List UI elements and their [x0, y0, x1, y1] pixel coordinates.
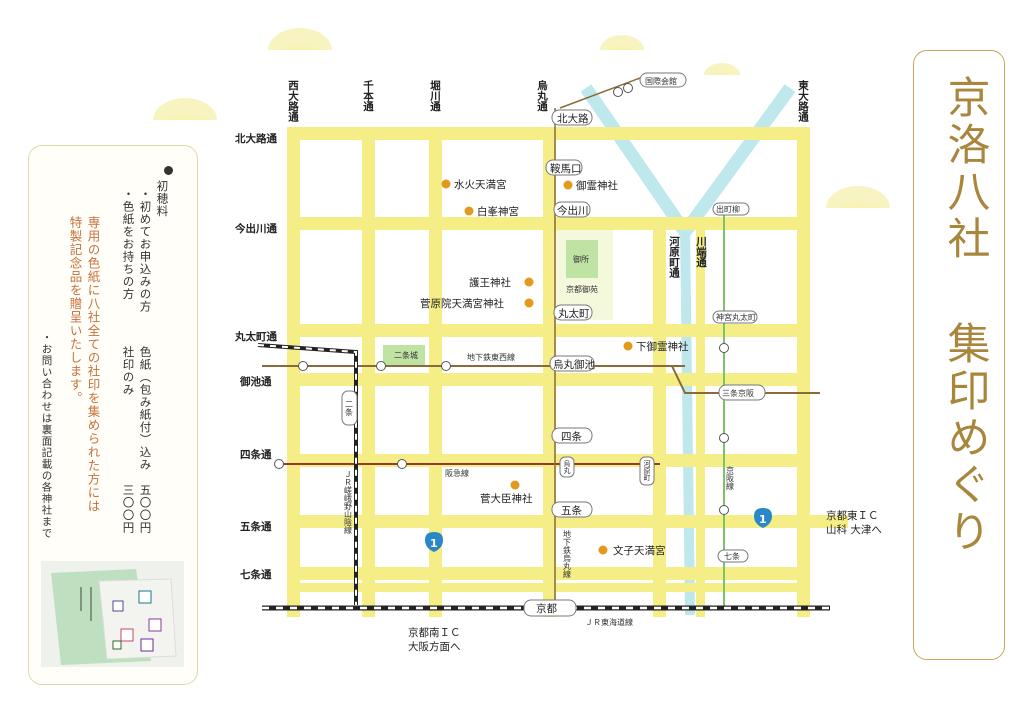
street-nishioji: 西大路通 [287, 80, 299, 123]
gosho-area [566, 240, 598, 278]
station-kitaoji: 北大路 [557, 112, 589, 125]
station-badges [341, 72, 766, 617]
street-kawabata: 川端通 [695, 236, 707, 268]
fee-heading: 初穂料 [155, 180, 170, 218]
photo-illustration [51, 569, 177, 665]
kamo-river-east [679, 84, 796, 236]
station-karasuma-oike: 烏丸御池 [553, 358, 595, 371]
line-hankyu: 阪急線 [445, 468, 469, 478]
street-marutamachi: 丸太町通 [234, 330, 277, 343]
station-kawaramachi-hankyu: 河原町 [643, 460, 651, 481]
place-gosho: 御所 [573, 254, 589, 264]
shrine-sugawarain: 菅原院天満宮神社 [420, 297, 504, 310]
shikishi-photo [41, 561, 184, 667]
station-imadegawa: 今出川 [557, 204, 589, 217]
fee2-detail: 社印のみ [121, 346, 136, 396]
station-jingu-marutamachi: 神宮丸太町 [716, 312, 756, 322]
road-senbon [362, 127, 375, 617]
notice-line2: 特製記念品を贈呈いたします。 [67, 216, 83, 405]
road-karasuma [543, 127, 556, 617]
kamo-river [680, 227, 695, 616]
line-keihan: 京阪線 [726, 465, 735, 490]
nijojo-area [383, 345, 425, 365]
highway-markers: 1 1 [425, 508, 772, 552]
highway-badge-west: 1 [430, 537, 438, 550]
ew-street-labels: 北大路通 今出川通 丸太町通 御池通 四条通 五条通 七条通 [234, 132, 277, 581]
street-shijo: 四条通 [240, 448, 272, 461]
bullet-dot [164, 166, 173, 175]
ns-street-labels: 西大路通 千本通 堀川通 烏丸通 河原町通 川端通 東大路通 [287, 79, 809, 279]
station-markers [274, 83, 729, 515]
shrine-kandaijin: 菅大臣神社 [480, 492, 533, 505]
shrine-markers [441, 179, 633, 555]
street-imadegawa: 今出川通 [234, 222, 277, 235]
road-kawaramachi [653, 217, 666, 617]
road-higashioji [797, 127, 810, 617]
station-karasuma-hankyu: 烏丸 [563, 459, 571, 475]
station-shijo: 四条 [561, 430, 582, 443]
line-tozai: 地下鉄東西線 [467, 352, 515, 362]
station-nijo: 二条 [345, 400, 354, 416]
shrine-shiramine: 白峯神宮 [477, 205, 519, 218]
station-kyoto: 京都 [536, 602, 557, 615]
station-demachiyanagi: 出町柳 [716, 204, 740, 214]
station-sanjo-keihan: 三条京阪 [722, 388, 754, 398]
shrine-labels: 水火天満宮 御霊神社 白峯神宮 護王神社 菅原院天満宮神社 下御霊神社 菅大臣神… [420, 178, 689, 557]
station-marutamachi: 丸太町 [558, 307, 590, 320]
shrine-goryo: 御霊神社 [576, 179, 618, 192]
fee2-label: ・色紙をお持ちの方 [121, 188, 136, 301]
tozai-line-east [671, 365, 820, 394]
east-ic-direction: 山科 大津へ [826, 523, 882, 536]
page-title-line1: 京洛八社 [940, 75, 990, 263]
line-jr-tokaido: ＪＲ東海道線 [585, 617, 633, 627]
station-kuramaguchi: 鞍馬口 [550, 162, 582, 175]
shrine-shimogoryo: 下御霊神社 [636, 340, 689, 353]
road-gojo [288, 515, 848, 528]
road-horikawa [429, 127, 442, 617]
fee1-label: ・初めてお申込みの方 [138, 188, 153, 313]
kamo-river-west [580, 84, 691, 236]
roads-north-south [287, 127, 810, 617]
station-kokusai: 国際会館 [645, 76, 677, 86]
line-karasuma-subway: 地下鉄烏丸線 [563, 529, 572, 578]
street-shichijo: 七条通 [240, 568, 272, 581]
street-horikawa: 堀川通 [429, 79, 441, 112]
fee1-price: 五〇〇円 [138, 484, 153, 534]
station-shichijo: 七条 [724, 551, 740, 561]
street-senbon: 千本通 [362, 79, 374, 112]
street-higashioji: 東大路通 [797, 79, 809, 123]
place-gyoen: 京都御苑 [566, 284, 598, 294]
jr-sagano-line-dash [257, 344, 357, 605]
fee2-price: 三〇〇円 [121, 484, 136, 534]
shrine-mizuhi: 水火天満宮 [454, 178, 507, 191]
place-nijojo: 二条城 [394, 350, 418, 360]
karasuma-subway-north [559, 77, 641, 109]
station-gojo: 五条 [561, 504, 582, 517]
line-jr-sagano: ＪＲ嵯峨野山陰線 [344, 470, 353, 534]
street-oike: 御池通 [239, 375, 272, 388]
fee1-detail: 色紙（包み紙付）込み [138, 346, 153, 471]
page-title-line2: 集印めぐり [940, 321, 990, 556]
rivers [580, 84, 796, 616]
south-ic-direction: 大阪方面へ [408, 640, 461, 653]
title-box: 京洛八社 集印めぐり [913, 50, 1005, 660]
shrine-fumiko: 文子天満宮 [613, 544, 666, 557]
street-karasuma: 烏丸通 [536, 79, 548, 112]
street-gojo: 五条通 [240, 520, 272, 533]
notice-line1: 専用の色紙に八社全ての社印を集められた方には [85, 216, 101, 513]
road-nishioji [287, 127, 300, 617]
street-kawaramachi: 河原町通 [668, 236, 680, 279]
road-kawabata [696, 217, 705, 617]
east-ic-label: 京都東ＩＣ [826, 509, 879, 522]
highway-badge-east: 1 [759, 513, 767, 526]
south-ic-label: 京都南ＩＣ [408, 626, 461, 639]
contact-note: ・お問い合わせは裏面記載の各神社まで [40, 332, 53, 539]
street-kitaoji: 北大路通 [235, 132, 277, 145]
shrine-goou: 護王神社 [469, 276, 511, 289]
info-panel: 初穂料 ・初めてお申込みの方 ・色紙をお持ちの方 色紙（包み紙付）込み 五〇〇円… [28, 145, 198, 685]
